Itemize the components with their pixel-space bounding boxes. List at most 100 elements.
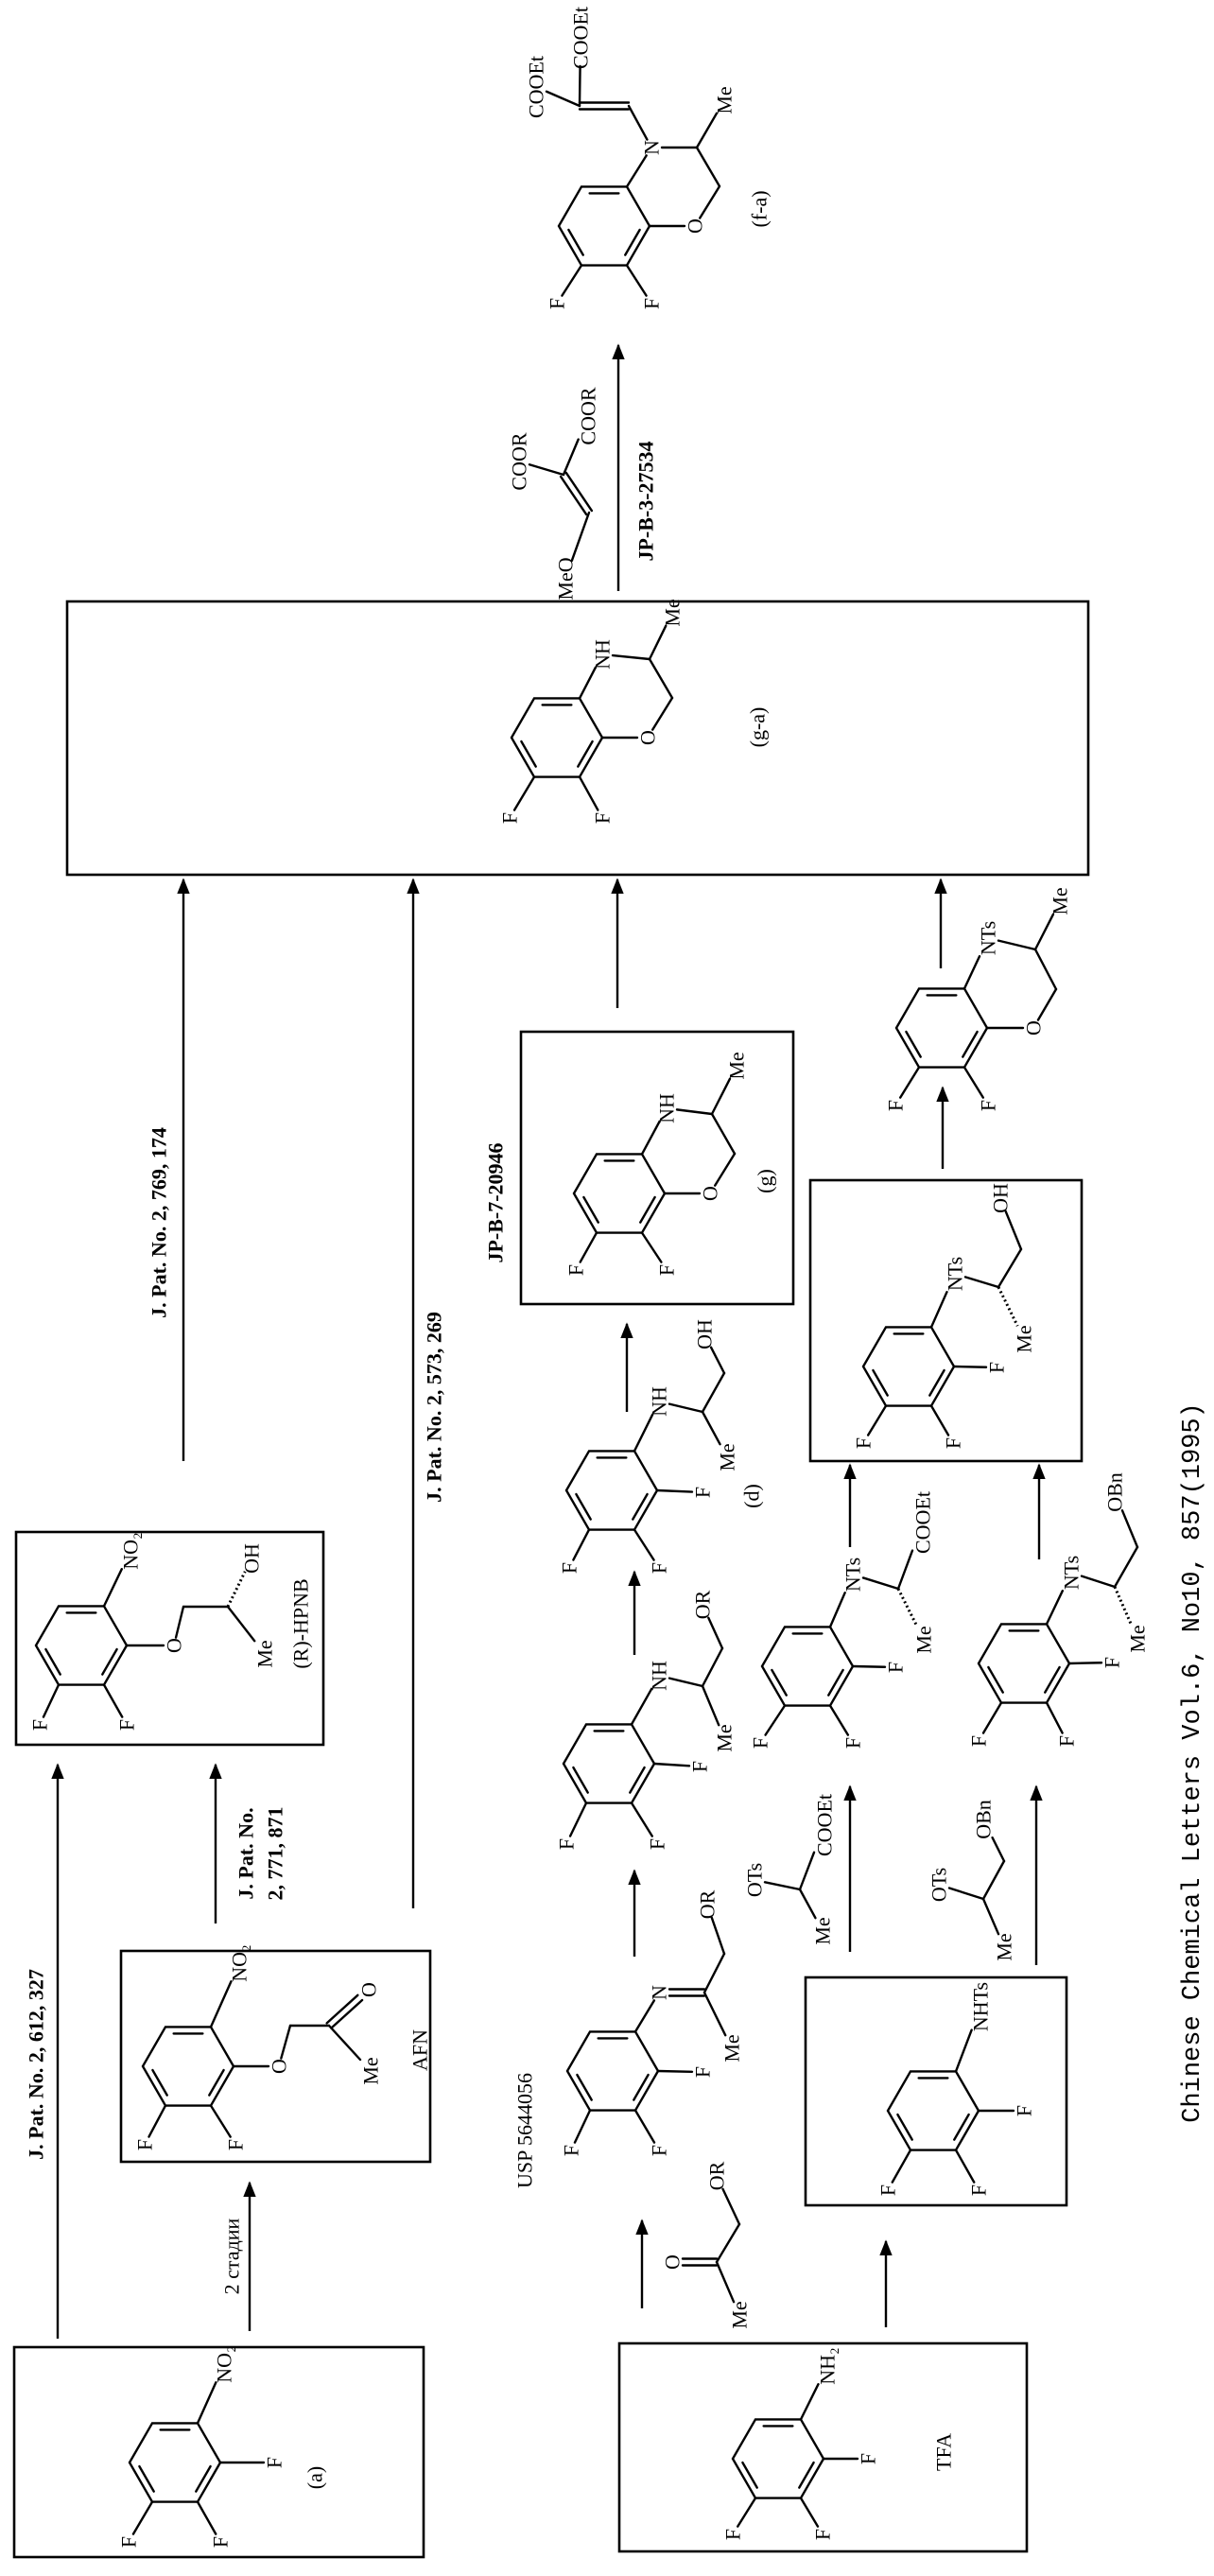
atom-label: F: [558, 1562, 581, 1574]
bond: [700, 186, 720, 218]
bond: [1115, 1547, 1137, 1587]
compound-g-box: [521, 1032, 793, 1304]
bond: [573, 1530, 589, 1560]
bond: [198, 2502, 216, 2534]
atom-label: N: [648, 1985, 671, 2000]
bond: [211, 2106, 231, 2137]
aromatic-double-bond: [578, 741, 592, 767]
bond: [1047, 1703, 1063, 1733]
atom-label: COOEt: [525, 56, 548, 118]
bond: [635, 2000, 654, 2031]
bond: [634, 1415, 652, 1452]
bond: [712, 1918, 724, 1954]
bond: [998, 1249, 1021, 1287]
bond: [1035, 949, 1056, 989]
bond: [931, 1406, 948, 1436]
aromatic-double-bond: [988, 1667, 1002, 1693]
bond: [654, 1764, 689, 1766]
aromatic-double-bond: [568, 230, 582, 255]
atom-label: F: [560, 2145, 583, 2156]
bond: [148, 2106, 165, 2137]
bond: [104, 1569, 122, 1606]
bond: [717, 2224, 739, 2262]
bond: [956, 2030, 972, 2072]
route-label-jp-b-7-20946: JP-B-7-20946: [484, 1142, 508, 1262]
bond: [1069, 1662, 1101, 1663]
compound-afn-box: [121, 1951, 430, 2162]
atom-label: F: [967, 1735, 991, 1747]
bond: [954, 1366, 986, 1367]
aromatic-double-bond: [583, 1197, 598, 1223]
hashed-wedge-bond: [898, 1589, 917, 1627]
aromatic-double-bond: [630, 1767, 644, 1793]
bond: [708, 1618, 722, 1648]
atom-label: F: [263, 2457, 286, 2468]
atom-label: NO₂: [228, 1944, 251, 1981]
atom-label: N: [640, 140, 664, 155]
atom-label: Me: [1126, 1625, 1150, 1652]
atom-label: COOR: [577, 387, 600, 444]
atom-label: F: [852, 1437, 876, 1449]
bond: [1047, 1591, 1063, 1624]
bond: [657, 1490, 692, 1492]
hashed-wedge-bond: [998, 1287, 1017, 1326]
bond: [632, 1803, 652, 1836]
atom-label: NH: [655, 1093, 679, 1123]
atom-label: F: [591, 812, 615, 824]
bond: [562, 266, 581, 296]
bond: [998, 941, 1035, 949]
aromatic-double-bond: [633, 1494, 647, 1520]
bond: [801, 2384, 818, 2419]
atom-label: Me: [661, 599, 685, 626]
aromatic-double-bond: [640, 1197, 654, 1223]
aromatic-double-bond: [209, 2070, 223, 2096]
atom-label: O: [357, 1982, 381, 1997]
aromatic-double-bond: [633, 2075, 648, 2100]
bond: [830, 1706, 848, 1735]
compound-label: (d): [740, 1484, 764, 1508]
bond: [580, 66, 581, 106]
atom-label: NH: [591, 639, 615, 670]
bond: [514, 777, 534, 810]
atom-label: O: [699, 1186, 722, 1201]
bond: [1038, 989, 1056, 1020]
compound-label: TFA: [932, 2433, 956, 2471]
atom-label: OR: [691, 1590, 715, 1619]
atom-label: F: [841, 1737, 865, 1749]
benzene-ring: [130, 2423, 220, 2501]
atom-label: F: [555, 1838, 579, 1850]
benzene-ring: [762, 1627, 853, 1705]
atom-label: F: [209, 2536, 233, 2548]
bond: [632, 1689, 651, 1725]
aromatic-double-bond: [576, 1494, 590, 1520]
atom-label: F: [1013, 2105, 1036, 2116]
bond: [765, 1882, 800, 1889]
atom-label: Me: [728, 2301, 752, 2328]
bond: [711, 1348, 724, 1373]
atom-label: F: [564, 1264, 588, 1276]
atom-label: F: [640, 298, 664, 309]
atom-label: Me: [912, 1626, 936, 1653]
atom-label: OR: [696, 1889, 720, 1919]
atom-label: COOEt: [911, 1491, 935, 1554]
aromatic-double-bond: [828, 1670, 842, 1696]
atom-label: Me: [811, 1917, 835, 1944]
atom-label: F: [133, 2139, 157, 2150]
atom-label: O: [1022, 1020, 1046, 1036]
bond: [650, 626, 666, 659]
compound-label: (g): [754, 1169, 777, 1193]
bond: [546, 92, 580, 106]
atom-label: F: [876, 2184, 900, 2196]
aromatic-double-bond: [139, 2466, 153, 2492]
bond: [697, 113, 717, 148]
bond: [766, 1706, 785, 1735]
route-label-j-pat-2612327: J. Pat. No. 2, 612, 327: [25, 1969, 48, 2160]
bond: [228, 1607, 254, 1641]
atom-label: OBn: [1103, 1472, 1127, 1512]
atom-label: Me: [993, 1933, 1016, 1960]
route-label-jp-b-3-27534: JP-B-3-27534: [634, 441, 658, 561]
atom-label: F: [884, 1100, 908, 1111]
bond: [575, 2111, 590, 2143]
benzene-ring: [564, 1724, 654, 1802]
route-label-2-steps: 2 стадии: [220, 2218, 244, 2294]
